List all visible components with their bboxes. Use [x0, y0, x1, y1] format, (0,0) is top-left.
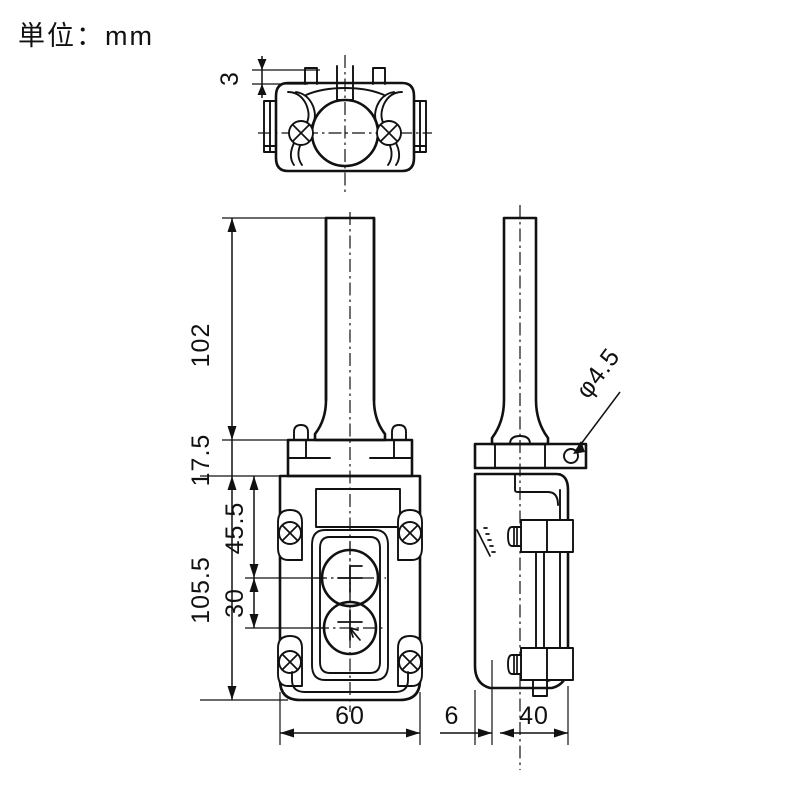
dim-1055-text: 105.5: [187, 556, 215, 624]
dim-455-text: 45.5: [221, 502, 249, 555]
top-view-top-contour: [305, 87, 385, 96]
dim-30-text: 30: [221, 588, 249, 618]
phi45-leader-line: [574, 391, 621, 453]
front-view: [277, 212, 423, 712]
front-view-button-shroud: [311, 529, 389, 681]
front-view-screw-top-left: [277, 509, 303, 561]
front-view-screw-bottom-right: [397, 635, 423, 687]
side-view-bottom-stub: [532, 679, 548, 697]
vertical-dimensions: 102 17.5 105.5 45.5: [187, 217, 330, 701]
front-view-bottom-rim: [291, 671, 409, 693]
horizontal-dimensions: 60 6 40: [279, 660, 569, 745]
dim-3-arrow-up: [257, 59, 267, 70]
dim-3-arrow-down: [257, 84, 267, 95]
front-view-screw-bottom-left: [277, 635, 303, 687]
dim-455: 45.5: [221, 476, 259, 578]
front-view-button-shroud-inner: [319, 536, 381, 674]
side-view-hatch-dots: [483, 527, 496, 553]
dim-175: 17.5: [187, 434, 233, 487]
side-view-clamp-lower: [507, 647, 574, 681]
side-view-stem-lug: [509, 435, 531, 445]
side-view-body-step: [514, 473, 519, 493]
dim-3-text: 3: [216, 71, 244, 86]
side-view-phi45-hole: [563, 448, 579, 464]
top-view: 3: [216, 55, 432, 193]
side-view-flange: [473, 442, 588, 470]
dim-102-text: 102: [187, 323, 215, 368]
dim-40: 40: [500, 702, 568, 738]
top-view-lug-left: [304, 67, 318, 85]
front-view-lug-right: [391, 424, 407, 441]
side-view: φ4.5: [473, 205, 626, 770]
dim-60: 60: [280, 702, 420, 738]
top-view-screw-right: [376, 120, 402, 146]
dim-102: 102: [187, 218, 237, 440]
top-view-left-tab-detail: [263, 100, 277, 153]
dim-6-text: 6: [445, 702, 460, 730]
dim-40-text: 40: [519, 702, 549, 730]
front-view-screw-top-right: [397, 509, 423, 561]
side-view-clamp-upper: [507, 519, 574, 553]
top-view-outer-body: [274, 81, 416, 173]
top-view-stem-slot: [336, 65, 354, 101]
side-view-body-step-2: [517, 491, 559, 506]
front-view-label-plate: [315, 488, 401, 528]
side-view-connecting-rod: [535, 551, 545, 649]
phi45-leader-arrow: [573, 441, 585, 454]
top-view-screw-left: [288, 120, 314, 146]
dim-175-text: 17.5: [187, 434, 215, 487]
side-view-break-line: [476, 529, 491, 557]
front-view-lug-left: [293, 424, 309, 441]
front-view-body: [278, 474, 422, 702]
dim-1055: 105.5: [187, 476, 237, 700]
dim-60-text: 60: [335, 702, 365, 730]
unit-label: 単位：mm: [18, 21, 154, 51]
dim-30: 30: [221, 578, 259, 628]
top-view-lug-right: [372, 67, 386, 85]
top-view-right-tab-detail: [413, 100, 427, 153]
dim-6: 6: [440, 702, 492, 738]
